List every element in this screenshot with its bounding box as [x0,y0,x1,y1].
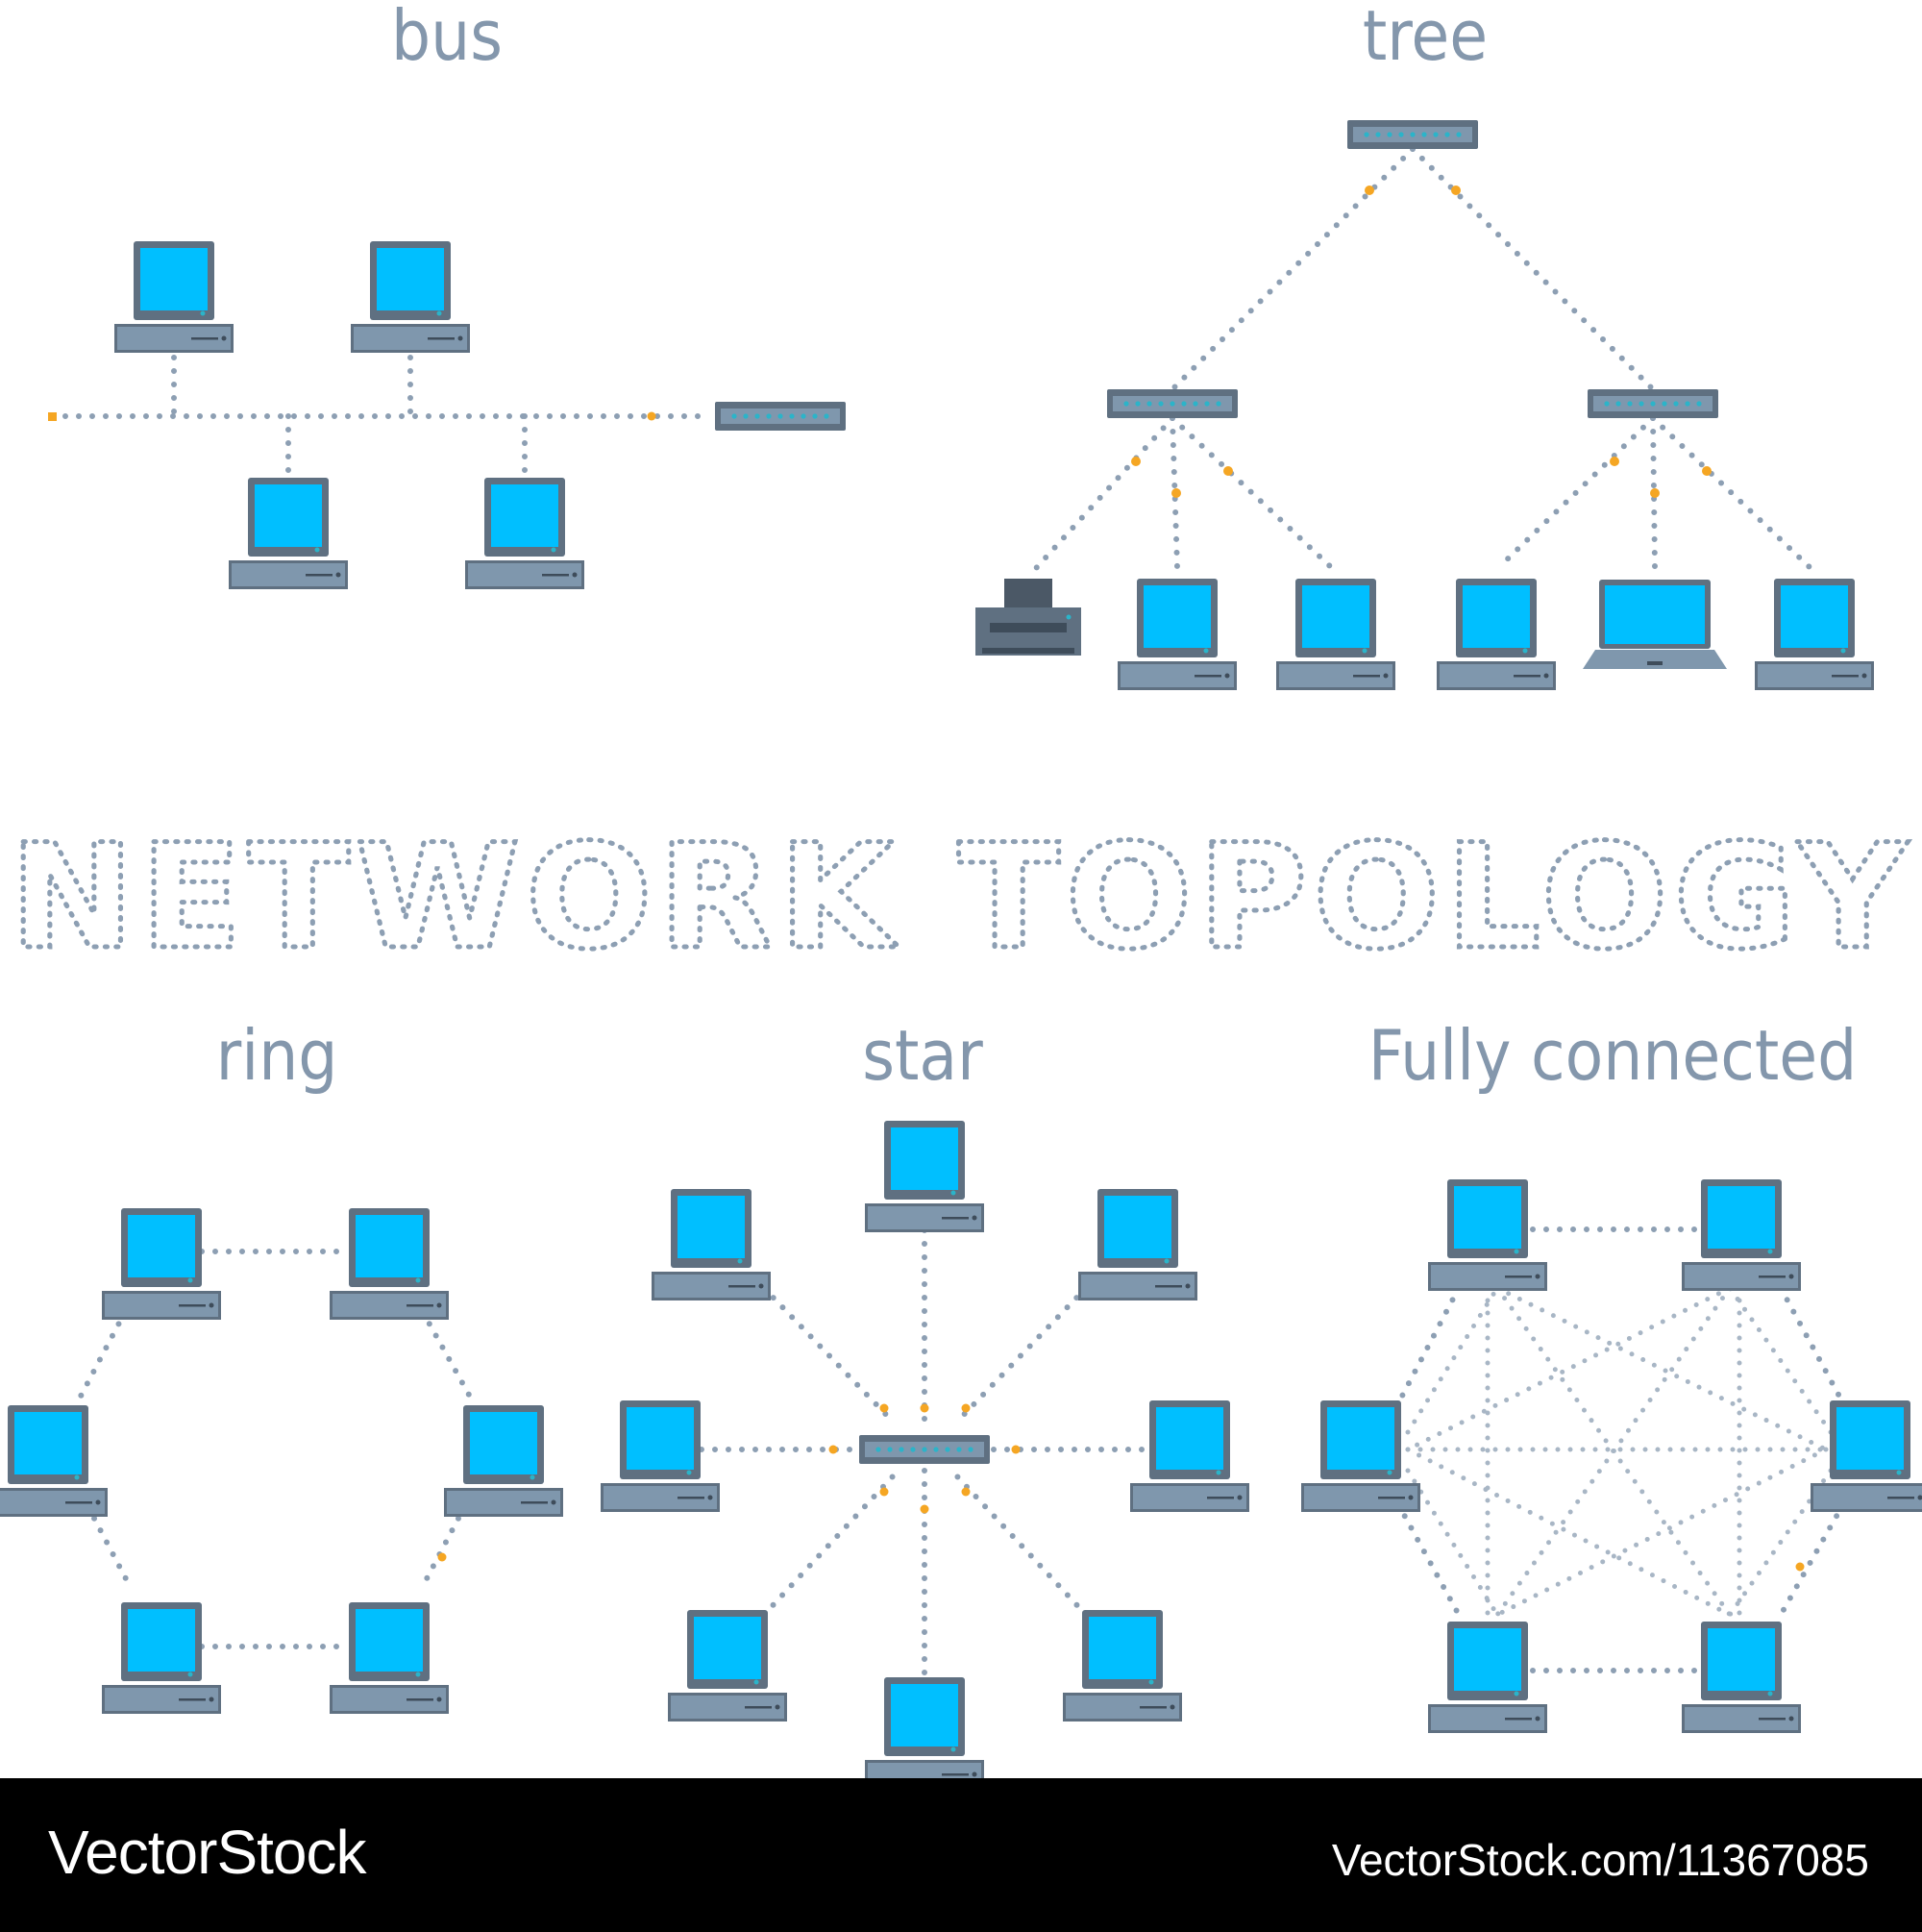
laptop-icon [1583,580,1727,669]
tree-switch-icon [1107,389,1238,418]
printer-icon [975,579,1081,656]
mesh-computer-icon [1428,1622,1547,1733]
bus-computer-icon [229,478,348,589]
watermark-footer: VectorStock VectorStock.com/11367085 [0,1778,1922,1932]
tree-computer-icon [1755,579,1874,690]
headline-title: NETWORK TOPOLOGY [10,814,1912,981]
bus-computer-icon [351,241,470,353]
ring-computer-icon [330,1602,449,1714]
tree-root-switch-icon [1347,120,1478,149]
mesh-computer-icon [1811,1400,1922,1512]
star-computer-icon [1130,1400,1249,1512]
star-computer-icon [1078,1189,1197,1300]
fully-connected-topology [1301,1179,1922,1733]
star-computer-icon [1063,1610,1182,1721]
star-label: star [862,1015,983,1096]
tree-computer-icon [1437,579,1556,690]
mesh-computer-icon [1428,1179,1547,1291]
ring-computer-icon [102,1208,221,1320]
mesh-computer-icon [1682,1179,1801,1291]
mesh-computer-icon [1301,1400,1420,1512]
star-computer-icon [865,1677,984,1778]
star-topology [601,1121,1249,1778]
ring-computer-icon [0,1405,108,1517]
tree-label: tree [1363,0,1488,76]
tree-topology [975,120,1874,690]
ring-computer-icon [330,1208,449,1320]
image-url-text: VectorStock.com/11367085 [1331,1835,1869,1885]
ring-computer-icon [102,1602,221,1714]
tree-computer-icon [1118,579,1237,690]
vectorstock-logo: VectorStock [48,1818,366,1887]
bus-switch-icon [715,402,846,431]
ring-computer-icon [444,1405,563,1517]
bus-computer-icon [114,241,234,353]
star-computer-icon [652,1189,771,1300]
bus-label: bus [391,0,503,76]
star-computer-icon [865,1121,984,1232]
star-hub-switch-icon [859,1435,990,1464]
tree-switch-icon [1588,389,1718,418]
fully-connected-label: Fully connected [1368,1015,1858,1096]
network-topology-diagram: bus tree ring star Fully connected NETWO… [0,0,1922,1778]
ring-topology [0,1208,563,1714]
star-computer-icon [668,1610,787,1721]
bus-topology [48,241,846,589]
star-computer-icon [601,1400,720,1512]
tree-computer-icon [1276,579,1395,690]
bus-computer-icon [465,478,584,589]
ring-label: ring [216,1015,338,1096]
mesh-computer-icon [1682,1622,1801,1733]
